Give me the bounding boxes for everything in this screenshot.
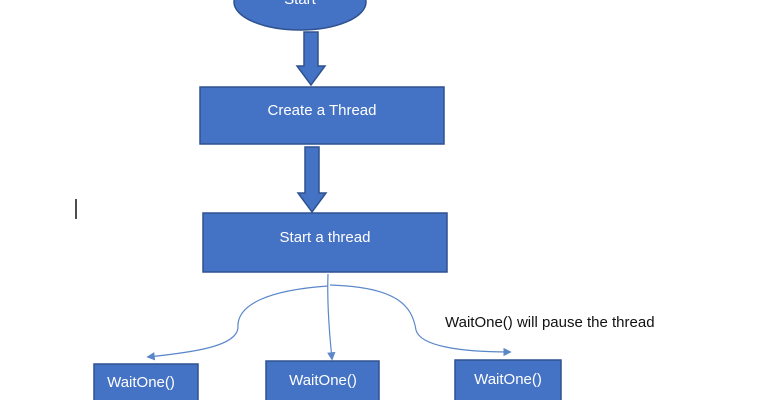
waitone-center-label: WaitOne() [289,372,357,389]
create-thread-box [199,86,445,145]
waitone-right-node: WaitOne() [454,359,562,400]
waitone-left-label: WaitOne() [107,374,175,391]
connector-to-left-waitone [146,285,329,361]
start-ellipse [233,0,367,31]
waitone-right-box [454,359,562,400]
waitone-left-box [93,363,199,400]
start-thread-label: Start a thread [280,229,371,246]
block-arrow-create-to-start [296,146,328,214]
connector-to-center-waitone [327,273,336,361]
start-thread-box [202,212,448,273]
start-node: Start [233,0,367,31]
block-arrow-start-to-create [295,31,327,87]
waitone-right-label: WaitOne() [474,371,542,388]
start-thread-node: Start a thread [202,212,448,273]
connector-to-right-waitone [329,284,512,357]
create-thread-label: Create a Thread [268,102,377,119]
waitone-left-node: WaitOne() [93,363,199,400]
create-thread-node: Create a Thread [199,86,445,145]
waitone-center-node: WaitOne() [265,360,380,400]
waitone-annotation: WaitOne() will pause the thread [445,314,655,331]
waitone-center-box [265,360,380,400]
start-label: Start [284,0,317,8]
